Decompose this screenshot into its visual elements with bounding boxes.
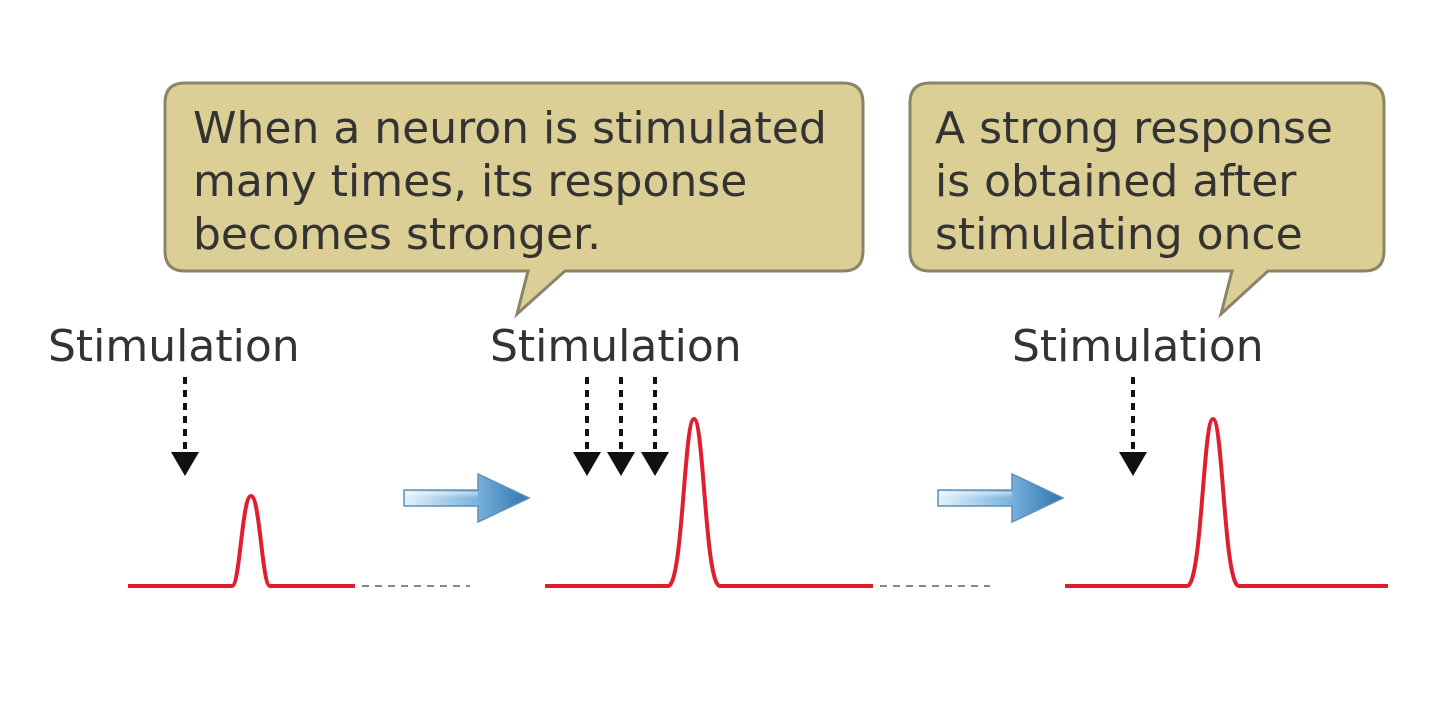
stimulus-arrowhead [573, 452, 601, 476]
flow-arrow-icon-2 [937, 472, 1065, 524]
stimulus-arrowhead [171, 452, 199, 476]
stimulus-arrowhead [641, 452, 669, 476]
bubble-1-line-2: many times, its response [193, 156, 747, 207]
stimulus-arrows-stage-3 [1119, 377, 1147, 476]
stimulus-arrowhead [1119, 452, 1147, 476]
bubble-text-1: When a neuron is stimulated many times, … [193, 103, 841, 260]
stimulation-label-1: Stimulation [48, 321, 300, 372]
response-trace-large-1 [545, 417, 873, 588]
bubble-text-2: A strong response is obtained after stim… [935, 103, 1347, 260]
bubble-1-line-1: When a neuron is stimulated [193, 103, 827, 154]
bubble-2-line-3: stimulating once [935, 209, 1303, 260]
bubble-2-line-1: A strong response [935, 103, 1333, 154]
speech-bubble-single-stimulation: A strong response is obtained after stim… [908, 81, 1386, 319]
bubble-2-line-2: is obtained after [935, 156, 1297, 207]
speech-bubble-repeated-stimulation: When a neuron is stimulated many times, … [163, 81, 865, 319]
stimulus-arrows-stage-1 [171, 377, 199, 476]
stimulus-arrows-stage-2 [573, 377, 669, 476]
bubble-1-line-3: becomes stronger. [193, 209, 601, 260]
stimulation-label-3: Stimulation [1012, 321, 1264, 372]
stimulation-label-2: Stimulation [490, 321, 742, 372]
response-trace-large-2 [1065, 417, 1388, 588]
response-trace-small [128, 494, 355, 588]
flow-arrow-icon-1 [403, 472, 531, 524]
stimulus-arrowhead [607, 452, 635, 476]
